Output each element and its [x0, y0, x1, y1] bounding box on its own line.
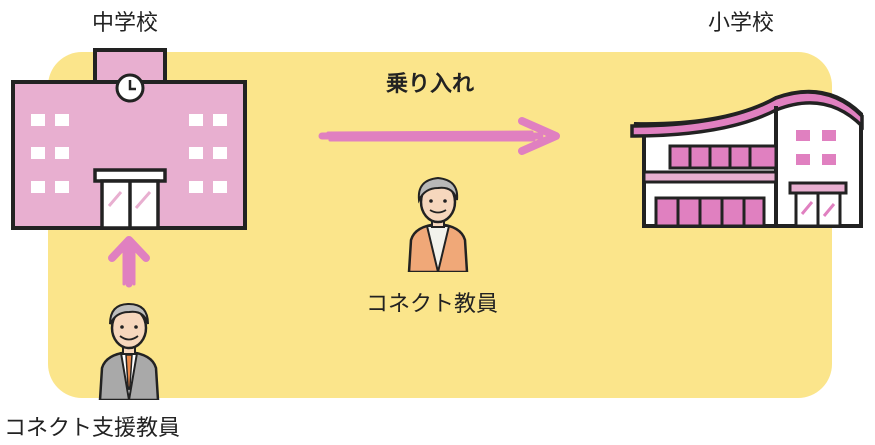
support-teacher-figure — [98, 302, 160, 400]
upward-arrow — [108, 236, 150, 288]
entrance-door — [93, 168, 167, 230]
junior-high-school-building — [11, 48, 247, 230]
crossover-arrow — [318, 117, 560, 155]
connect-teacher-label: コネクト教員 — [366, 292, 499, 317]
elementary-label: 小学校 — [708, 11, 775, 36]
connect-teacher-figure — [407, 176, 469, 272]
crossover-label: 乗り入れ — [386, 72, 475, 97]
clock-icon — [115, 73, 145, 103]
elementary-school-building — [630, 89, 864, 228]
junior-high-label: 中学校 — [92, 11, 159, 36]
support-teacher-label: コネクト支援教員 — [4, 416, 181, 441]
